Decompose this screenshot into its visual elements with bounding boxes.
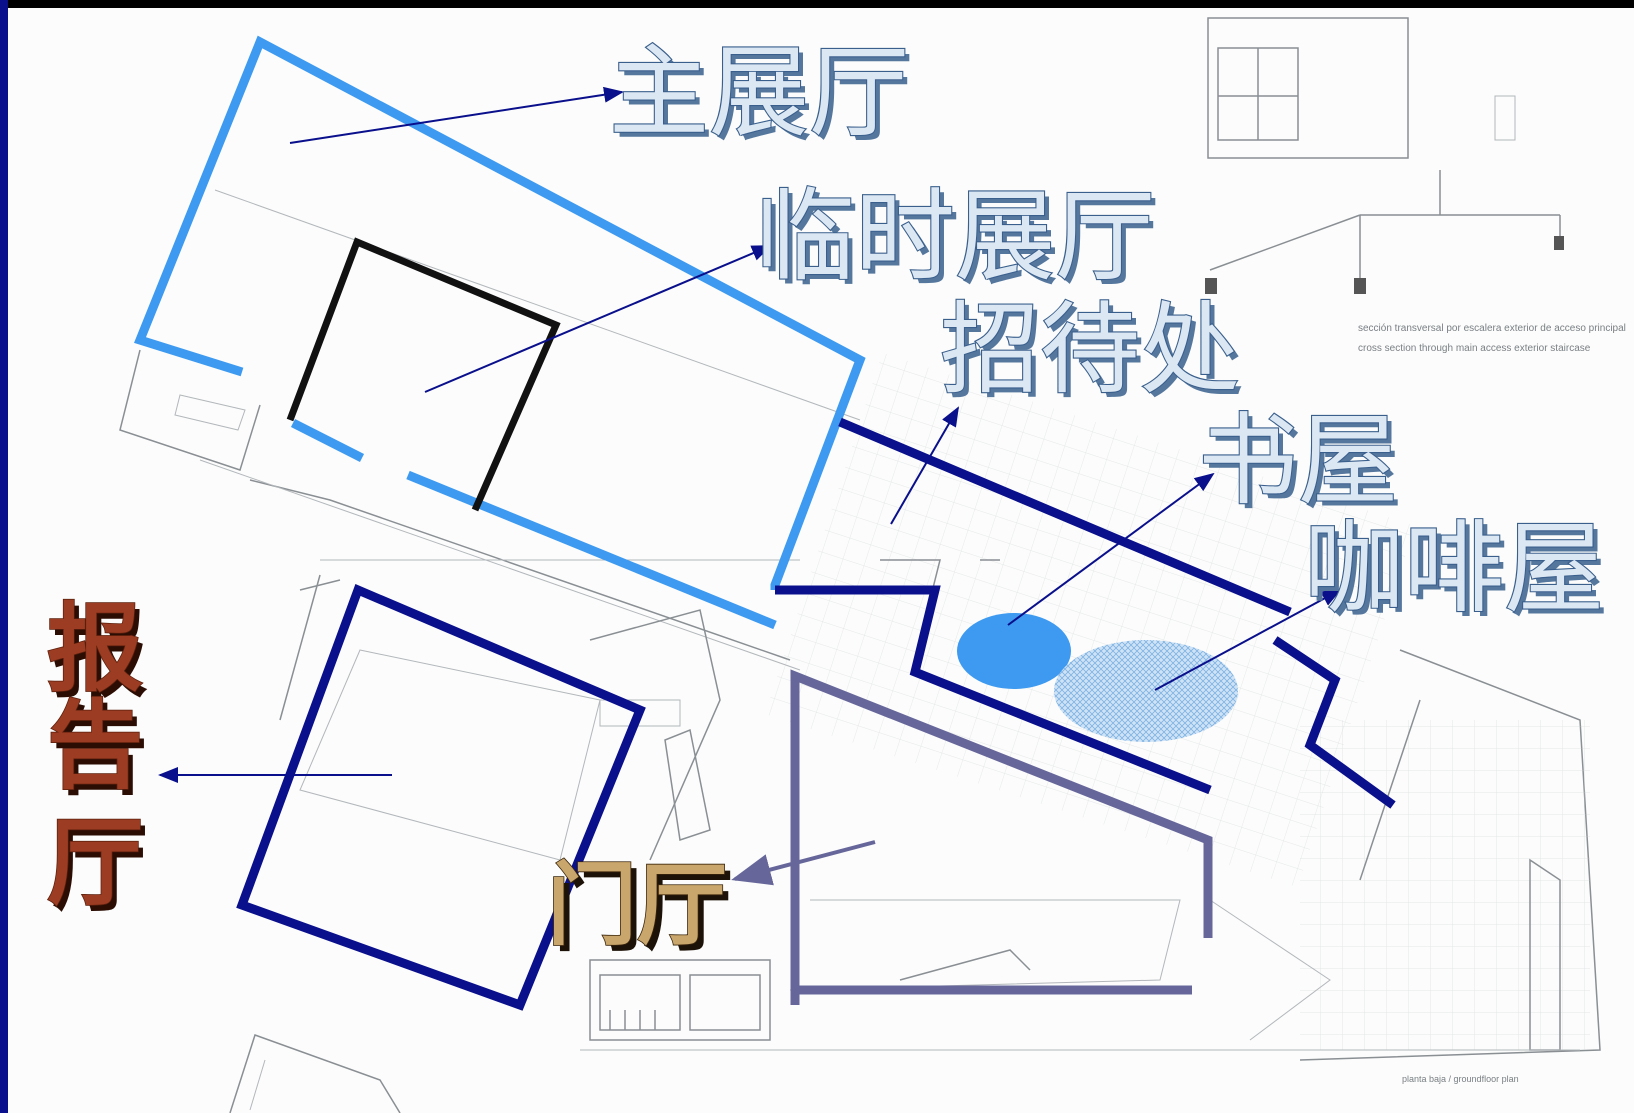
main-hall-outline-gap-a (290, 418, 365, 463)
label-lobby-text: 门厅 (547, 852, 727, 958)
label-reception: 招待处 招待处 (939, 290, 1245, 413)
frame-top (0, 0, 1634, 8)
svg-text:告: 告 (52, 695, 148, 808)
temp-hall-outline (286, 237, 561, 512)
pointer-arrows (158, 86, 1342, 886)
reception-outline-bottom (775, 585, 1212, 795)
reception-outline-top (838, 417, 1292, 617)
label-auditorium-char-1: 报 (47, 592, 143, 705)
section-caption-en: cross section through main access exteri… (1358, 343, 1591, 354)
plan-caption: planta baja / groundfloor plan (1402, 1074, 1519, 1084)
frame-left (0, 0, 8, 1113)
arrow-lobby (731, 840, 876, 886)
svg-text:主展厅: 主展厅 (614, 39, 914, 156)
section-caption-es: sección transversal por escalera exterio… (1358, 323, 1626, 334)
label-cafe: 咖啡屋 咖啡屋 (1303, 509, 1609, 632)
svg-text:门厅: 门厅 (553, 858, 733, 964)
svg-text:招待处: 招待处 (945, 296, 1245, 413)
lobby-outline (790, 669, 1213, 1005)
arrow-bookstore (1007, 472, 1215, 626)
arrow-reception (890, 406, 960, 525)
arrow-main-hall (289, 86, 624, 144)
svg-text:厅: 厅 (52, 812, 148, 925)
svg-text:报: 报 (52, 598, 148, 711)
label-reception-text: 招待处 (940, 291, 1240, 408)
cafe-outline (1272, 636, 1396, 809)
bookstore-marker (957, 613, 1071, 689)
label-bookstore-text: 书屋 (1198, 402, 1398, 519)
label-main-hall-text: 主展厅 (609, 34, 909, 151)
zone-outlines (134, 35, 1396, 1011)
svg-text:咖啡屋: 咖啡屋 (1309, 515, 1609, 632)
label-temp-hall: 临时展厅 临时展厅 (754, 177, 1160, 300)
svg-text:临时展厅: 临时展厅 (760, 183, 1160, 300)
section-drawing: sección transversal por escalera exterio… (1205, 17, 1626, 354)
main-hall-outline-gap-b (406, 470, 777, 630)
label-auditorium-char-3: 厅 (47, 806, 143, 919)
label-lobby: 门厅 门厅 (546, 851, 733, 964)
label-auditorium: 报 报 告 告 厅 厅 (46, 591, 148, 925)
arrow-cafe (1154, 589, 1342, 691)
label-auditorium-char-2: 告 (47, 689, 143, 802)
label-main-hall: 主展厅 主展厅 (608, 33, 914, 156)
auditorium-outline (236, 584, 646, 1011)
svg-text:书屋: 书屋 (1203, 407, 1403, 524)
label-bookstore: 书屋 书屋 (1197, 401, 1403, 524)
cafe-marker (1054, 640, 1238, 742)
label-cafe-text: 咖啡屋 (1304, 510, 1604, 627)
arrow-temp-hall (424, 245, 772, 393)
label-temp-hall-text: 临时展厅 (755, 178, 1155, 295)
